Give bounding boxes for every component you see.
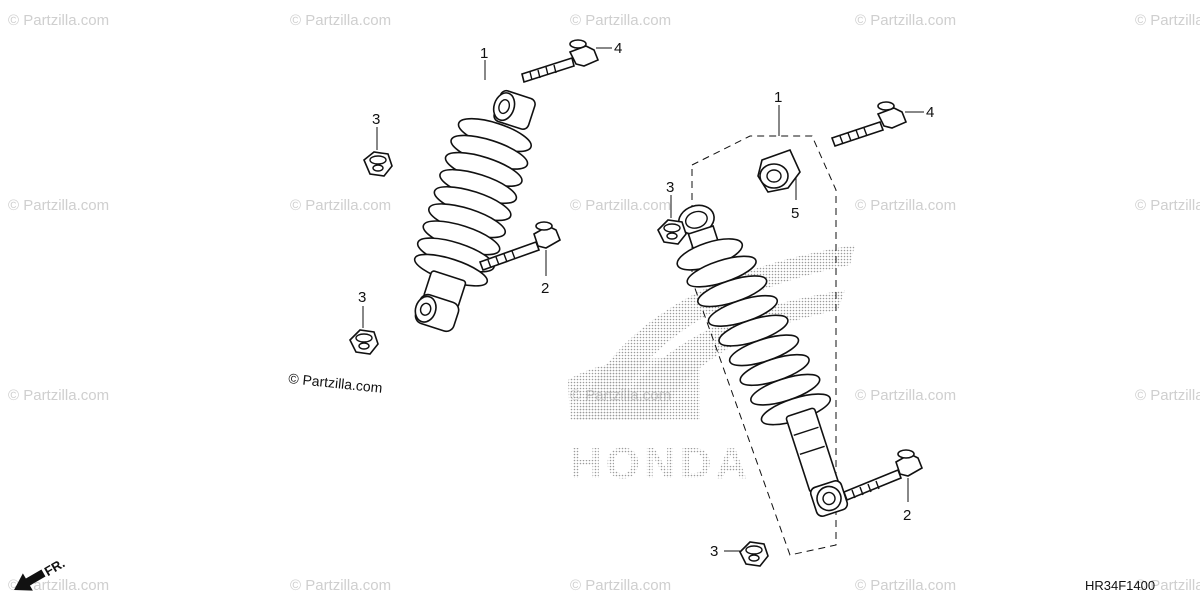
watermark: © Partzilla.com: [570, 577, 671, 594]
watermark: © Partzilla.com: [855, 387, 956, 404]
callout-5: 5: [791, 205, 799, 222]
watermark: © Partzilla.com: [1135, 197, 1200, 214]
copyright-text: © Partzilla.com: [288, 370, 383, 396]
left-shock-absorber[interactable]: [394, 79, 547, 340]
diagram-code: HR34F1400: [1085, 578, 1155, 593]
left-top-bolt[interactable]: [521, 39, 600, 84]
watermark: © Partzilla.com: [8, 197, 109, 214]
callout-3: 3: [358, 289, 366, 306]
watermark: © Partzilla.com: [855, 577, 956, 594]
watermark: © Partzilla.com: [1135, 577, 1200, 594]
watermark: © Partzilla.com: [1135, 12, 1200, 29]
watermark: © Partzilla.com: [570, 197, 671, 214]
assembly-outline: [691, 135, 837, 556]
callout-1: 1: [480, 45, 488, 62]
callout-2: 2: [541, 280, 549, 297]
watermark: © Partzilla.com: [290, 577, 391, 594]
watermark: © Partzilla.com: [8, 12, 109, 29]
left-top-nut[interactable]: [363, 151, 393, 177]
watermark: © Partzilla.com: [290, 197, 391, 214]
watermark: © Partzilla.com: [855, 12, 956, 29]
right-bottom-bolt[interactable]: [842, 449, 924, 502]
right-top-nut[interactable]: [657, 219, 687, 245]
callout-4: 4: [614, 40, 622, 57]
callout-2: 2: [903, 507, 911, 524]
callout-1: 1: [774, 89, 782, 106]
watermark: © Partzilla.com: [855, 197, 956, 214]
left-bottom-nut[interactable]: [349, 329, 379, 355]
callout-4: 4: [926, 104, 934, 121]
right-bushing[interactable]: [757, 148, 801, 193]
watermark: © Partzilla.com: [570, 12, 671, 29]
watermark: © Partzilla.com: [8, 387, 109, 404]
brand-wordmark: HONDA: [570, 439, 751, 488]
right-shock-absorber[interactable]: [662, 184, 864, 535]
callout-3: 3: [666, 179, 674, 196]
left-bottom-bolt[interactable]: [478, 221, 562, 272]
watermark: © Partzilla.com: [290, 12, 391, 29]
callout-3: 3: [710, 543, 718, 560]
watermark: © Partzilla.com: [1135, 387, 1200, 404]
watermark-layer: © Partzilla.com © Partzilla.com © Partzi…: [8, 12, 1200, 594]
direction-label: FR.: [42, 555, 68, 578]
callout-3: 3: [372, 111, 380, 128]
right-top-bolt[interactable]: [830, 101, 908, 148]
right-bottom-nut[interactable]: [739, 541, 769, 567]
